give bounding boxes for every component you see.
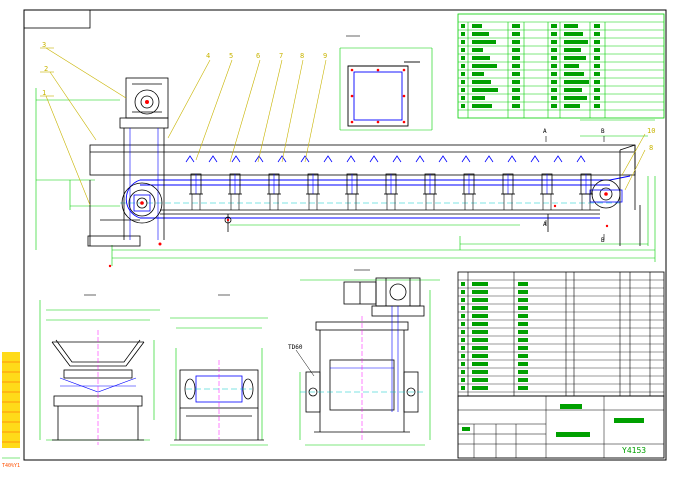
guide-plate	[415, 155, 425, 163]
margin-stamp: T40%Y1	[2, 463, 20, 469]
section-marker-a-top: A	[543, 128, 547, 135]
drive-pulley-icon	[121, 182, 163, 224]
guide-plate	[484, 155, 494, 163]
guide-plate	[530, 155, 540, 163]
left-margin-strip: T40%Y1	[2, 352, 20, 469]
idler-icon	[462, 173, 476, 210]
frame-legs	[224, 205, 641, 246]
idler-icon	[228, 173, 242, 210]
callout-6: 6	[256, 52, 260, 60]
drive-arrangement-view: TD60	[288, 269, 440, 446]
conveyor-frame	[89, 144, 636, 215]
guide-plate-row	[185, 155, 586, 163]
parts-list-table	[457, 271, 665, 397]
idler-icon	[579, 173, 593, 210]
idler-icon	[540, 173, 554, 210]
guide-plate	[369, 155, 379, 163]
section-marker-b-top: B	[601, 128, 605, 135]
part-number-callouts: 1 2 3 4 5 6 7 8 9 10 8	[42, 41, 655, 152]
tail-pulley-icon	[589, 144, 636, 210]
section-markers: A A B B	[543, 128, 605, 244]
section-view-a-a	[39, 294, 160, 445]
callout-9: 9	[323, 52, 327, 60]
outer-border	[23, 9, 667, 461]
guide-plate	[231, 155, 241, 163]
section-marker-b-bottom: B	[601, 237, 605, 244]
idler-icon	[306, 173, 320, 210]
guide-plate	[254, 155, 264, 163]
guide-plate	[392, 155, 402, 163]
guide-plate	[438, 155, 448, 163]
idler-icon	[267, 173, 281, 210]
callout-5: 5	[229, 52, 233, 60]
idler-icon	[189, 173, 203, 210]
callout-2: 2	[44, 65, 48, 73]
callout-4: 4	[206, 52, 210, 60]
section-marker-a-bottom: A	[543, 221, 547, 228]
guide-plate	[507, 155, 517, 163]
callout-3: 3	[42, 41, 46, 49]
red-marks	[108, 204, 609, 268]
guide-plate	[461, 155, 471, 163]
idler-icon	[345, 173, 359, 210]
callout-8-tail: 8	[649, 144, 653, 152]
guide-plate	[300, 155, 310, 163]
guide-plate	[576, 155, 586, 163]
idler-icon	[423, 173, 437, 210]
callout-10: 10	[647, 127, 655, 135]
hopper-top-view	[339, 35, 433, 131]
head-support-section-lines	[129, 128, 159, 240]
pulley-code-label: TD60	[288, 344, 303, 351]
callout-7: 7	[279, 52, 283, 60]
guide-plate	[346, 155, 356, 163]
guide-plate	[277, 155, 287, 163]
idler-icon	[501, 173, 515, 210]
guide-plate	[185, 155, 195, 163]
section-cut-lines	[545, 136, 605, 240]
idler-icon	[384, 173, 398, 210]
callout-8: 8	[300, 52, 304, 60]
elevation-dimension-lines	[35, 88, 656, 266]
drawing-number: Y4153	[622, 446, 646, 455]
section-view-b-b	[170, 294, 268, 446]
callout-1: 1	[42, 89, 46, 97]
guide-plate	[208, 155, 218, 163]
guide-plate	[553, 155, 563, 163]
main-elevation-view: 1 2 3 4 5 6 7 8 9 10 8 A A B B	[35, 41, 656, 268]
motor-icon	[125, 77, 169, 119]
title-block: Y4153	[457, 395, 665, 459]
guide-plate	[323, 155, 333, 163]
carrying-idler-row	[189, 173, 593, 210]
conveyor-belt	[125, 175, 631, 219]
title-corner-box	[23, 9, 91, 29]
head-support-structure	[87, 117, 169, 247]
part-leader-lines	[40, 47, 646, 206]
spec-table	[457, 13, 665, 119]
